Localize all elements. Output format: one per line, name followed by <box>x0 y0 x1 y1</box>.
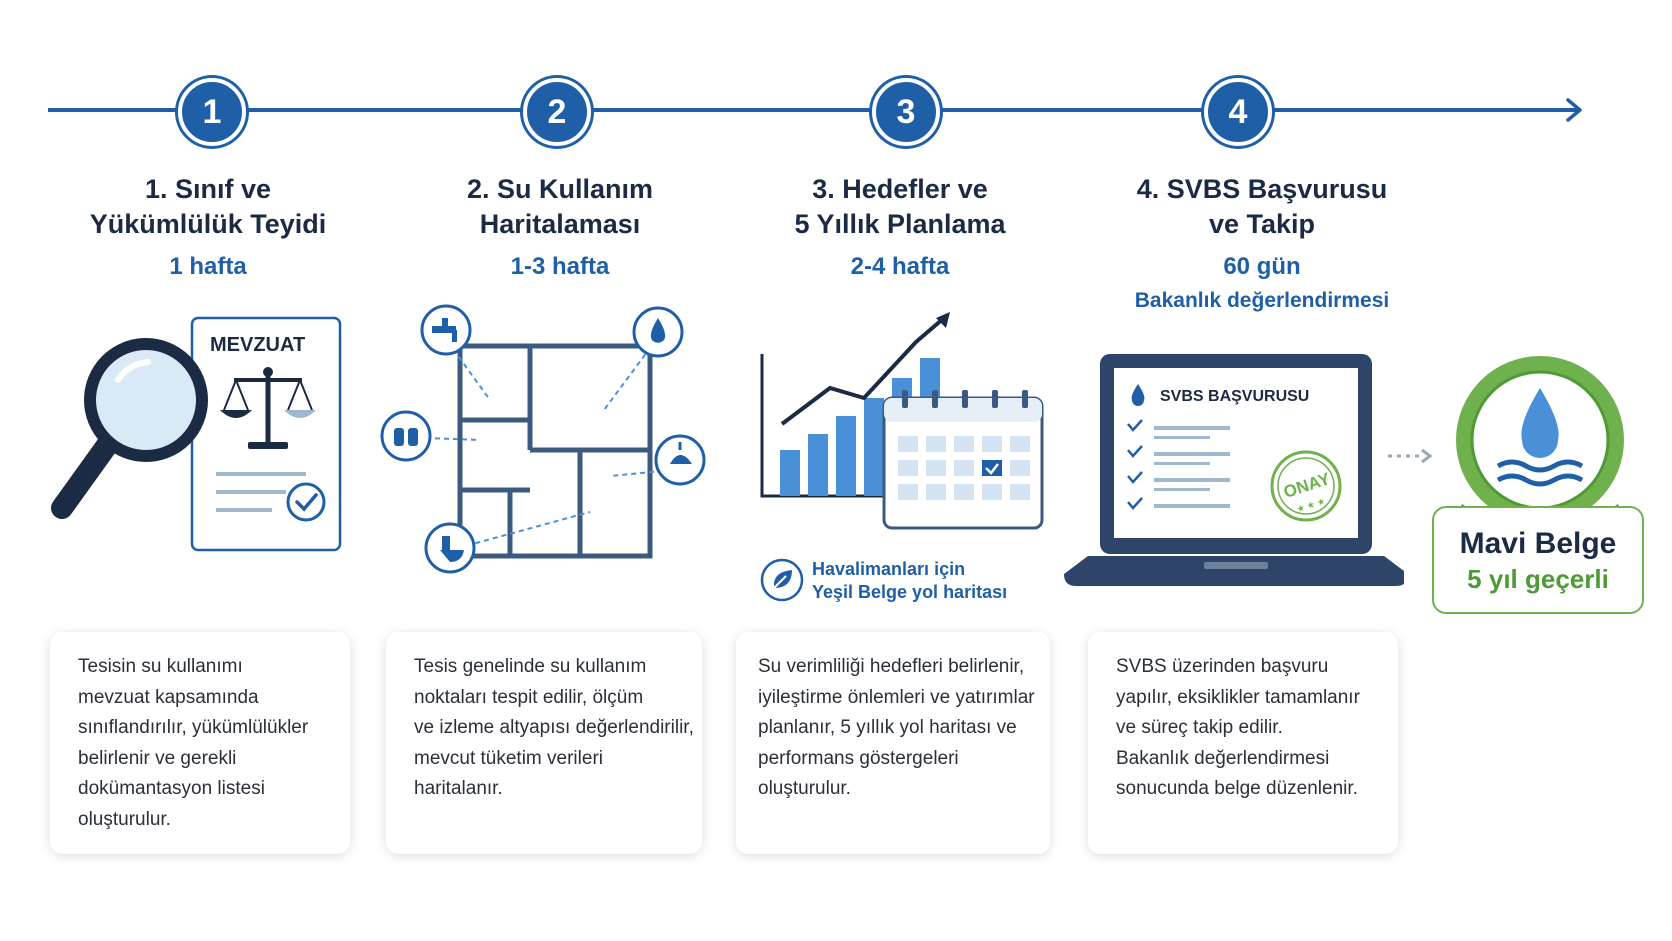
laptop-illustration: SVBS BAŞVURUSU ONAY ★ ★ ★ <box>1064 352 1408 602</box>
step-4-number: 4 <box>1228 92 1248 131</box>
step-4-circle: 4 <box>1204 78 1272 146</box>
step-1-title-line2: Yükümlülük Teyidi <box>89 209 327 239</box>
step-3-title: 3. Hedefler ve 5 Yıllık Planlama <box>740 172 1060 242</box>
leaf-icon <box>760 558 804 602</box>
step-4-card-line: ve süreç takip edilir. <box>1116 717 1283 738</box>
step-1-card-line: dokümantasyon listesi <box>78 778 265 799</box>
step-4-duration: 60 gün <box>1223 253 1301 280</box>
step-1-card-line: mevzuat kapsamında <box>78 686 259 708</box>
step-2-title-line1: 2. Su Kullanım <box>466 174 654 204</box>
laptop-icon <box>1064 354 1408 586</box>
magnifier-icon <box>51 338 208 519</box>
step-4-card-line: SVBS üzerinden başvuru <box>1116 656 1329 677</box>
step-3-card-line: Su verimliliği hedefleri belirlenir, <box>758 656 1025 677</box>
step-3-card-line: iyileştirme önlemleri ve yatırımlar <box>758 686 1035 708</box>
step-1-title-line1: 1. Sınıf ve <box>144 174 272 204</box>
document-label: MEVZUAT <box>210 334 306 356</box>
step-1-card-line: Tesisin su kullanımı <box>78 656 243 677</box>
step-4-card: SVBS üzerinden başvuru yapılır, eksiklik… <box>1088 632 1398 854</box>
step-2-card-line: ve izleme altyapısı değerlendirilir, <box>414 717 694 738</box>
green-note-line1: Havalimanları için <box>812 559 966 579</box>
mavi-belge-badge: Mavi Belge 5 yıl geçerli <box>1432 506 1644 614</box>
step-4-card-text: SVBS üzerinden başvuru yapılır, eksiklik… <box>1116 652 1360 805</box>
step-2-card-line: mevcut tüketim verileri <box>414 747 603 769</box>
step-1-card-line: belirlenir ve gerekli <box>78 747 237 769</box>
step-3-card-line: oluşturulur. <box>758 778 851 799</box>
step-2-circle: 2 <box>523 78 591 146</box>
step-2-card-line: noktaları tespit edilir, ölçüm <box>414 686 644 708</box>
badge-title: Mavi Belge <box>1459 527 1617 560</box>
timeline-arrow-icon <box>1566 98 1582 122</box>
step-2-duration: 1-3 hafta <box>510 253 610 280</box>
step-2-card: Tesis genelinde su kullanım noktaları te… <box>386 632 702 854</box>
step-1-circle: 1 <box>178 78 246 146</box>
step-3-card-line: planlanır, 5 yıllık yol haritası ve <box>758 717 1017 738</box>
dotted-arrow-icon <box>1388 448 1433 464</box>
document-scales-icon <box>190 316 342 552</box>
step-4-title: 4. SVBS Başvurusu ve Takip <box>1082 172 1442 242</box>
step-3-duration: 2-4 hafta <box>850 253 950 280</box>
step-1-card: Tesisin su kullanımı mevzuat kapsamında … <box>50 632 350 854</box>
step-4-card-line: Bakanlık değerlendirmesi <box>1116 747 1330 769</box>
step-2-card-line: Tesis genelinde su kullanım <box>414 656 647 677</box>
step-4-card-line: sonucunda belge düzenlenir. <box>1116 778 1358 799</box>
step-3-card: Su verimliliği hedefleri belirlenir, iyi… <box>736 632 1050 854</box>
step-4-duration-note: Bakanlık değerlendirmesi <box>1134 289 1390 312</box>
green-note-line2: Yeşil Belge yol haritası <box>812 582 1008 602</box>
timeline-line <box>48 108 1578 112</box>
regulation-illustration: MEVZUAT <box>48 316 348 556</box>
growth-chart-calendar-icon <box>760 312 1044 530</box>
step-1-card-line: sınıflandırılır, yükümlülükler <box>78 717 309 738</box>
step-3-card-text: Su verimliliği hedefleri belirlenir, iyi… <box>758 652 1035 805</box>
step-2-card-line: haritalanır. <box>414 778 503 799</box>
step-1-card-line: oluşturulur. <box>78 808 171 830</box>
step-2-card-text: Tesis genelinde su kullanım noktaları te… <box>414 652 694 805</box>
step-4-title-line2: ve Takip <box>1208 209 1316 239</box>
step-3-title-line2: 5 Yıllık Planlama <box>794 209 1006 239</box>
green-note-text: Havalimanları için Yeşil Belge yol harit… <box>812 558 1007 604</box>
laptop-screen-title: SVBS BAŞVURUSU <box>1160 388 1310 405</box>
step-1-number: 1 <box>202 92 222 131</box>
planning-illustration <box>760 308 1050 548</box>
floor-plan-icon <box>380 304 706 574</box>
step-2-title-line2: Haritalaması <box>479 209 641 239</box>
step-1-duration: 1 hafta <box>169 253 247 280</box>
step-2-title: 2. Su Kullanım Haritalaması <box>400 172 720 242</box>
step-4-title-line1: 4. SVBS Başvurusu <box>1136 174 1388 204</box>
step-3-circle: 3 <box>872 78 940 146</box>
floor-plan-illustration <box>380 300 720 580</box>
step-1-card-text: Tesisin su kullanımı mevzuat kapsamında … <box>78 652 308 835</box>
step-3-card-line: performans göstergeleri <box>758 747 959 769</box>
step-3-title-line1: 3. Hedefler ve <box>812 174 988 204</box>
step-1-title: 1. Sınıf ve Yükümlülük Teyidi <box>48 172 368 242</box>
badge-subtitle: 5 yıl geçerli <box>1467 564 1609 594</box>
step-2-number: 2 <box>547 92 567 131</box>
step-3-number: 3 <box>896 92 916 131</box>
step-4-card-line: yapılır, eksiklikler tamamlanır <box>1116 686 1360 708</box>
